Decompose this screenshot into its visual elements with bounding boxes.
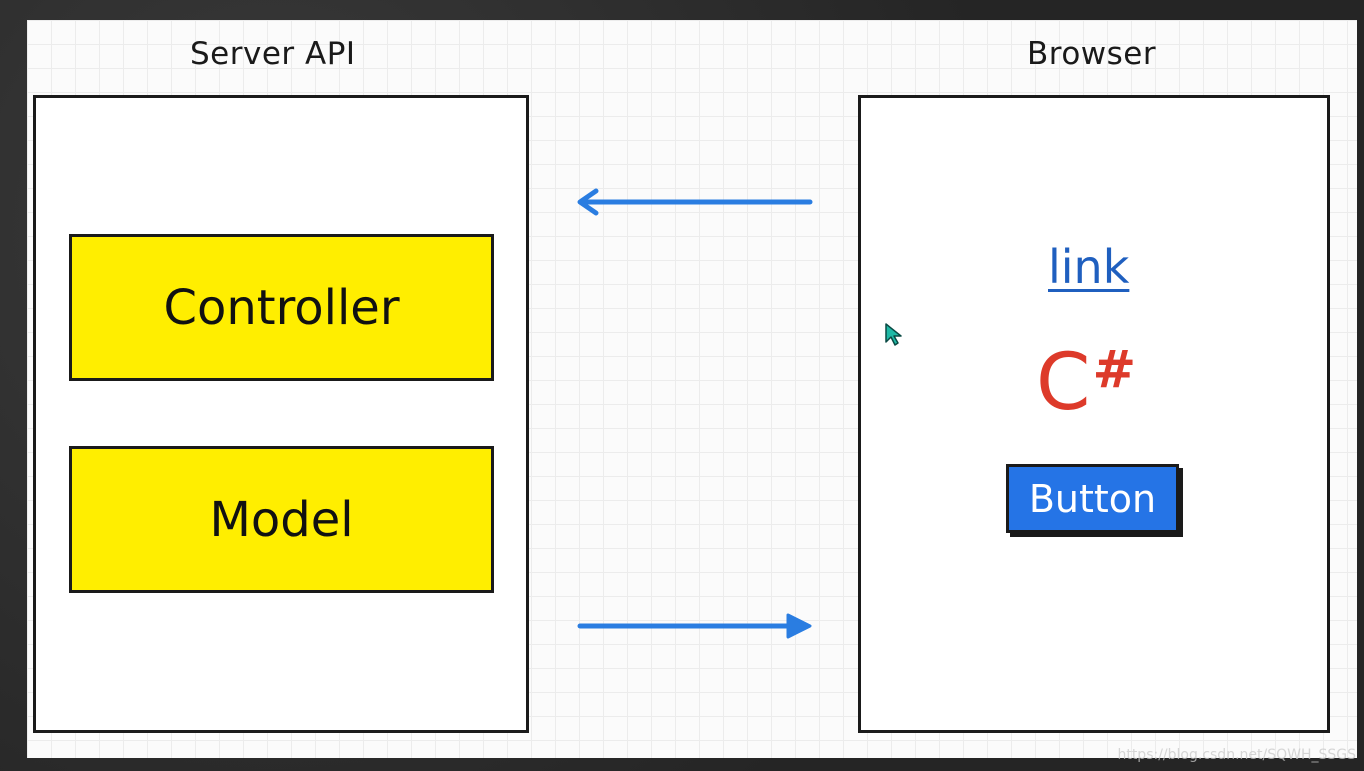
model-box: Model — [69, 446, 494, 593]
csharp-c: C — [1036, 338, 1091, 428]
csharp-hash: # — [1092, 340, 1137, 400]
csharp-logo: C# — [1036, 338, 1136, 428]
watermark: https://blog.csdn.net/SQWH_SSGS — [1117, 747, 1356, 763]
server-api-title: Server API — [190, 36, 356, 72]
response-arrow — [577, 613, 812, 639]
controller-box: Controller — [69, 234, 494, 381]
browser-title: Browser — [1027, 36, 1157, 72]
request-arrow — [577, 188, 813, 216]
server-api-panel — [33, 95, 529, 733]
browser-panel — [858, 95, 1330, 733]
model-label: Model — [209, 491, 354, 548]
button-example-label: Button — [1028, 476, 1157, 521]
controller-label: Controller — [163, 279, 400, 336]
button-example[interactable]: Button — [1006, 464, 1179, 533]
link-example[interactable]: link — [1048, 240, 1130, 294]
mouse-cursor-icon — [885, 323, 902, 346]
